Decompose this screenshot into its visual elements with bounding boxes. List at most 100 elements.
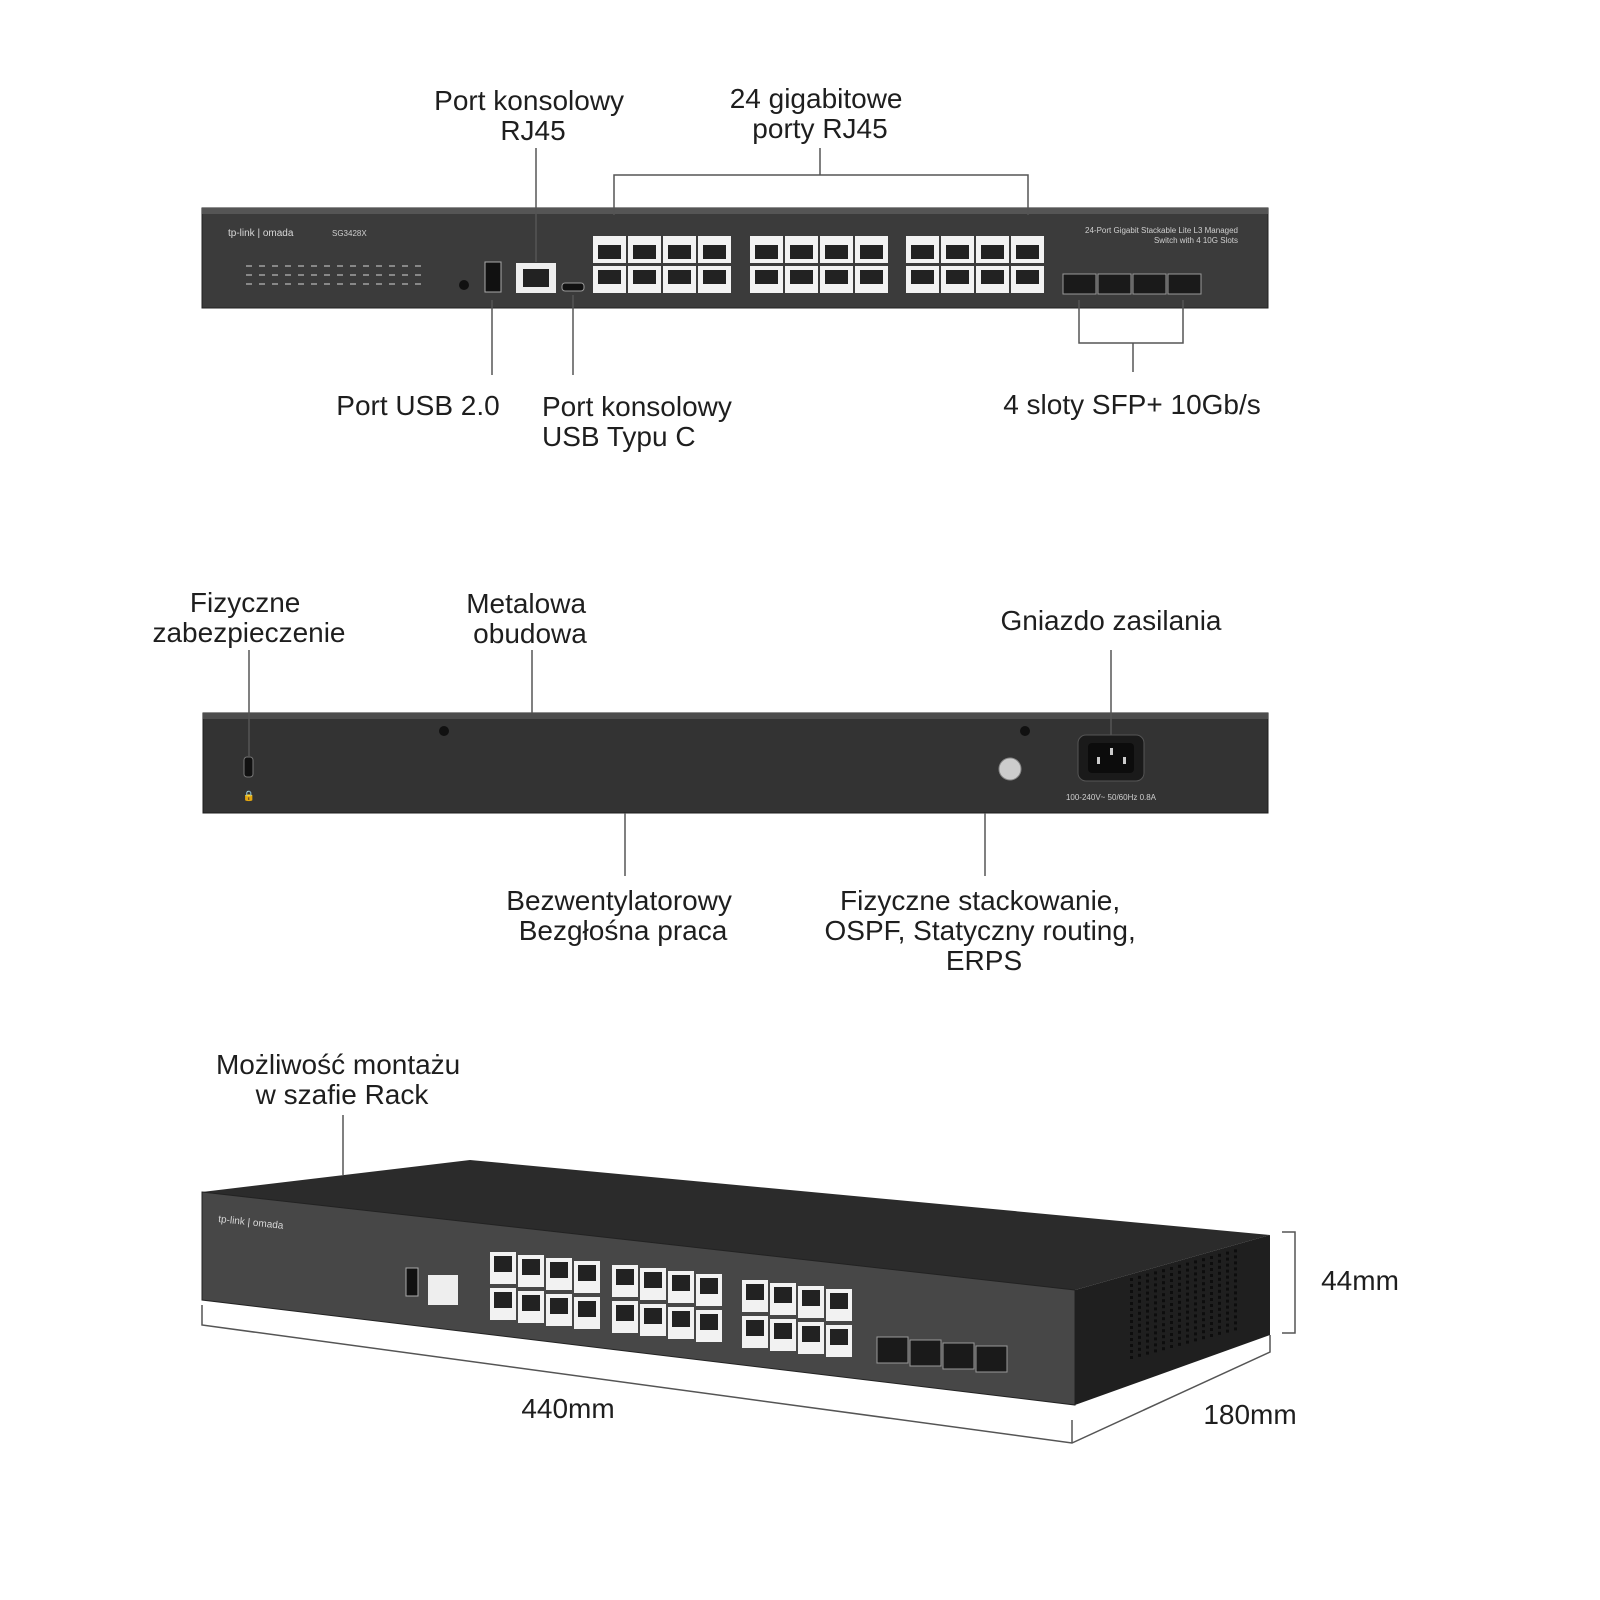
- vent-hole: [1170, 1327, 1173, 1330]
- vent-hole: [1178, 1282, 1181, 1286]
- vent-hole: [1138, 1341, 1141, 1345]
- rj45-socket: [802, 1326, 820, 1342]
- callout-console-rj45: Port konsolowy RJ45: [434, 85, 632, 146]
- vent-hole: [1138, 1329, 1141, 1333]
- rj45-port-grid: [405, 1252, 1008, 1373]
- rj45-socket: [672, 1275, 690, 1291]
- vent-hole: [1154, 1289, 1157, 1293]
- vent-hole: [1194, 1320, 1197, 1324]
- vent-hole: [1130, 1284, 1133, 1287]
- rj45-socket: [644, 1272, 662, 1288]
- vent-hole: [1186, 1304, 1189, 1308]
- vent-hole: [1234, 1297, 1237, 1301]
- led-indicator: [337, 283, 343, 285]
- console-rj45-socket: [523, 269, 549, 287]
- vent-hole: [1194, 1272, 1197, 1276]
- callout-console-usbc: Port konsolowy USB Typu C: [542, 391, 740, 452]
- vent-hole: [1234, 1261, 1237, 1265]
- vent-hole: [1218, 1283, 1221, 1287]
- led-indicator: [259, 265, 265, 267]
- vent-hole: [1226, 1257, 1229, 1261]
- vent-hole: [1138, 1347, 1141, 1351]
- vent-hole: [1170, 1345, 1173, 1348]
- vent-hole: [1234, 1321, 1237, 1325]
- rj45-socket: [1016, 245, 1039, 259]
- dimension-height: 44mm: [1321, 1265, 1399, 1296]
- vent-hole: [1146, 1333, 1149, 1337]
- rj45-socket: [746, 1284, 764, 1300]
- vent-hole: [1146, 1279, 1149, 1283]
- vent-hole: [1146, 1285, 1149, 1289]
- screw-icon: [439, 726, 449, 736]
- callout-stacking: Fizyczne stackowanie, OSPF, Statyczny ro…: [824, 885, 1143, 976]
- vent-hole: [1130, 1278, 1133, 1281]
- vent-hole: [1210, 1304, 1213, 1307]
- usb-port: [405, 1267, 419, 1297]
- vent-hole: [1226, 1275, 1229, 1279]
- rj45-socket: [578, 1265, 596, 1281]
- rear-view: 🔒 100-240V~ 50/60Hz 0.8A Fizyczne zabezp…: [152, 587, 1269, 976]
- vent-hole: [1202, 1276, 1205, 1280]
- led-indicator: [324, 274, 330, 276]
- rj45-socket: [825, 270, 848, 284]
- rj45-socket: [825, 245, 848, 259]
- led-indicator: [363, 274, 369, 276]
- vent-hole: [1210, 1316, 1213, 1319]
- brand-logo: tp-link | omada: [228, 228, 294, 239]
- rj45-port-grid: [593, 236, 1044, 293]
- led-indicator: [415, 274, 421, 276]
- led-indicator: [389, 283, 395, 285]
- vent-hole: [1154, 1331, 1157, 1335]
- callout-metal-case: Metalowa obudowa: [466, 588, 594, 649]
- vent-hole: [1170, 1339, 1173, 1342]
- led-indicator: [402, 274, 408, 276]
- vent-hole: [1130, 1308, 1133, 1311]
- vent-hole: [1186, 1280, 1189, 1284]
- led-indicator: [376, 274, 382, 276]
- led-indicator: [389, 274, 395, 276]
- vent-hole: [1210, 1298, 1213, 1301]
- vent-hole: [1130, 1296, 1133, 1299]
- rj45-socket: [522, 1295, 540, 1311]
- sfp-slot: [1167, 273, 1202, 295]
- vent-hole: [1202, 1300, 1205, 1304]
- vent-hole: [1154, 1343, 1157, 1347]
- dimension-depth: 180mm: [1203, 1399, 1296, 1430]
- vent-hole: [1170, 1285, 1173, 1288]
- vent-hole: [1218, 1313, 1221, 1317]
- height-dimension: [1282, 1231, 1296, 1334]
- led-indicator: [402, 283, 408, 285]
- front-view: tp-link | omada SG3428X 24-Port Gigabit …: [201, 83, 1269, 452]
- vent-hole: [1186, 1268, 1189, 1272]
- vent-hole: [1186, 1298, 1189, 1302]
- vent-hole: [1178, 1294, 1181, 1298]
- sfp-slots: [1062, 273, 1202, 295]
- vent-hole: [1234, 1315, 1237, 1319]
- vent-hole: [1162, 1281, 1165, 1285]
- vent-hole: [1162, 1317, 1165, 1321]
- vent-hole: [1170, 1321, 1173, 1324]
- vent-hole: [1202, 1306, 1205, 1310]
- vent-hole: [1154, 1325, 1157, 1329]
- vent-hole: [1186, 1292, 1189, 1296]
- vent-hole: [1234, 1285, 1237, 1289]
- vent-hole: [1210, 1262, 1213, 1265]
- led-indicator: [311, 283, 317, 285]
- led-indicator: [311, 274, 317, 276]
- led-indicator: [402, 265, 408, 267]
- led-indicator: [350, 283, 356, 285]
- vent-hole: [1202, 1294, 1205, 1298]
- led-indicator: [324, 283, 330, 285]
- vent-hole: [1186, 1310, 1189, 1314]
- vent-hole: [1226, 1317, 1229, 1321]
- vent-hole: [1234, 1279, 1237, 1283]
- vent-hole: [1234, 1303, 1237, 1307]
- rj45-socket: [755, 270, 778, 284]
- rj45-socket: [746, 1320, 764, 1336]
- vent-hole: [1186, 1334, 1189, 1338]
- vent-hole: [1170, 1297, 1173, 1300]
- vent-hole: [1162, 1329, 1165, 1333]
- kensington-slot: [243, 756, 254, 778]
- rj45-socket: [755, 245, 778, 259]
